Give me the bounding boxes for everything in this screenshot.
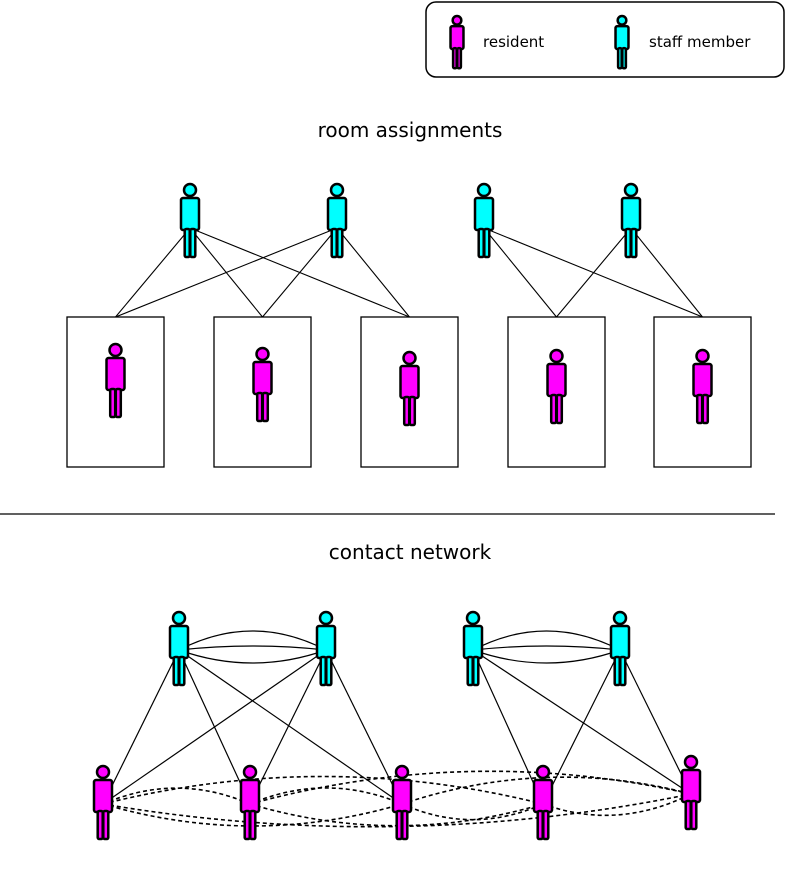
contact-network-panel — [92, 610, 702, 841]
staff-resident-edge — [102, 649, 327, 805]
resident-figure — [105, 342, 126, 419]
assignment-edge — [483, 227, 557, 318]
resident-figure — [391, 764, 413, 841]
resident-figure — [239, 764, 261, 841]
staff-figure — [462, 610, 484, 687]
staff-figure — [168, 610, 190, 687]
staff-figure — [473, 182, 495, 259]
room-box — [66, 316, 165, 468]
staff-figure — [179, 182, 201, 259]
staff-staff-edge — [178, 645, 327, 651]
staff-contact-edges — [102, 630, 692, 805]
staff-resident-edge — [542, 649, 621, 805]
staff-staff-edge — [472, 649, 621, 664]
staff-resident-edge — [619, 649, 692, 795]
staff-resident-edge — [472, 649, 692, 795]
staff-staff-edge — [472, 630, 621, 651]
resident-resident-edge — [102, 775, 544, 805]
assignment-edges — [115, 227, 703, 318]
legend: resident staff member — [425, 1, 785, 78]
resident-resident-edge — [542, 793, 692, 817]
assignment-edge — [115, 227, 338, 318]
resident-resident-edge — [401, 803, 544, 821]
staff-figure — [609, 610, 631, 687]
resident-icon — [449, 14, 465, 70]
resident-figure — [252, 346, 273, 423]
room-assignments-panel — [66, 182, 752, 468]
room-box — [360, 316, 459, 468]
staff-resident-edge — [472, 649, 544, 805]
staff-resident-edge — [102, 649, 180, 805]
resident-figure — [399, 350, 420, 427]
resident-figure — [532, 764, 554, 841]
staff-figure — [326, 182, 348, 259]
staff-resident-edge — [325, 649, 403, 805]
assignment-edge — [115, 227, 191, 318]
resident-resident-edge — [249, 770, 692, 805]
staff-figure — [614, 14, 630, 70]
network-nodes — [92, 610, 702, 841]
resident-figure — [92, 764, 114, 841]
room-box — [507, 316, 606, 468]
staff-staff-edge — [178, 649, 327, 664]
assignment-edge — [336, 227, 410, 318]
resident-figure — [546, 348, 567, 425]
legend-box — [425, 1, 785, 78]
assignment-edge — [556, 227, 632, 318]
resident-figure — [680, 754, 702, 831]
resident-resident-edge — [102, 787, 251, 805]
staff-staff-edge — [472, 645, 621, 651]
resident-figure — [449, 14, 465, 70]
staff-resident-edge — [249, 649, 327, 805]
room-box — [213, 316, 312, 468]
contact-network-title: contact network — [329, 540, 492, 564]
staff-staff-edge — [178, 630, 327, 651]
room-assignments-title: room assignments — [318, 118, 503, 142]
staff-member-icon — [614, 14, 630, 70]
legend-staff-label: staff member — [649, 33, 751, 51]
legend-resident-label: resident — [483, 33, 544, 51]
resident-figure — [692, 348, 713, 425]
assignment-edge — [630, 227, 703, 318]
assignment-edge — [262, 227, 338, 318]
staff-resident-edge — [178, 649, 403, 805]
resident-resident-edge — [249, 787, 403, 805]
staff-figure — [620, 182, 642, 259]
staff-figure — [315, 610, 337, 687]
room-box — [653, 316, 752, 468]
